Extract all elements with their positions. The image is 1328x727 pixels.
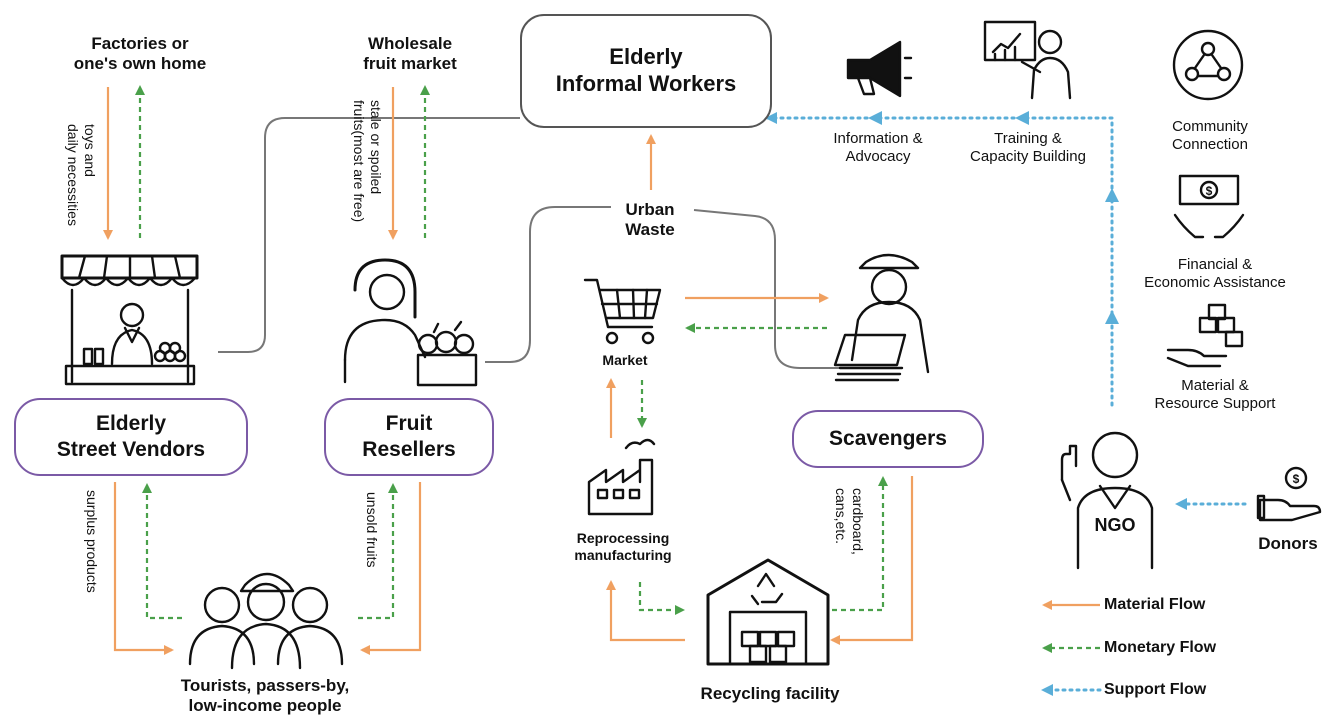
presenter-icon	[983, 20, 1072, 100]
flow-label-toys: toys and daily necessities	[65, 124, 98, 226]
label-urban-waste: Urban Waste	[625, 200, 675, 240]
node-informal-workers-label: Elderly Informal Workers	[555, 44, 737, 96]
label-community: Community Connection	[1172, 118, 1248, 153]
label-financial: Financial & Economic Assistance	[1144, 256, 1286, 291]
people-group-icon	[188, 572, 344, 670]
label-wholesale: Wholesale fruit market	[363, 34, 457, 74]
node-street-vendors-label: Elderly Street Vendors	[56, 412, 206, 461]
node-scavengers: Scavengers	[792, 410, 984, 468]
megaphone-icon	[846, 40, 913, 98]
ngo-label: NGO	[1094, 515, 1135, 535]
hand-boxes-icon	[1166, 303, 1244, 368]
flow-cardboard	[830, 476, 914, 645]
support-main	[765, 112, 1114, 407]
flow-label-surplus: surplus products	[84, 490, 100, 593]
connector-resellers	[485, 206, 611, 363]
legend-material: Material Flow	[1104, 596, 1206, 613]
connector-lines	[218, 117, 840, 369]
monetary-flows	[135, 85, 1100, 653]
market-stall-icon	[60, 254, 199, 386]
scavenger-icon	[833, 253, 930, 382]
community-network-icon	[1172, 29, 1244, 101]
node-scavengers-label: Scavengers	[829, 427, 947, 451]
ngo-person-icon	[1060, 431, 1154, 570]
money-hands-icon	[1173, 174, 1245, 239]
legend-support: Support Flow	[1104, 681, 1207, 698]
label-reprocessing: Reprocessing manufacturing	[574, 530, 672, 563]
support-flows	[765, 112, 1247, 696]
label-factories: Factories or one's own home	[73, 34, 207, 74]
label-tourists: Tourists, passers-by, low-income people	[180, 676, 350, 716]
node-fruit-resellers-label: Fruit Resellers	[362, 412, 456, 461]
label-training: Training & Capacity Building	[970, 130, 1086, 165]
fruit-seller-icon	[343, 258, 478, 387]
connector-scavengers	[693, 209, 840, 369]
flow-surplus	[113, 482, 174, 655]
shopping-cart-icon	[583, 278, 662, 345]
support-midarrows	[868, 111, 1119, 324]
money-dollar-glyph: $	[1206, 184, 1213, 198]
factory-icon	[587, 438, 656, 516]
node-informal-workers: Elderly Informal Workers	[520, 14, 772, 128]
label-material-support: Material & Resource Support	[1154, 377, 1276, 412]
money-surplus	[142, 483, 182, 620]
flow-label-cardboard: cardboard, cans,etc.	[833, 488, 866, 555]
node-street-vendors: Elderly Street Vendors	[14, 398, 248, 476]
label-donors: Donors	[1258, 534, 1318, 553]
flow-label-stale: stale or spoiled fruits(most are free)	[351, 100, 384, 223]
money-cardboard	[832, 476, 888, 612]
node-fruit-resellers: Fruit Resellers	[324, 398, 494, 476]
money-factory-to-recycling	[638, 582, 685, 615]
flow-unsold	[360, 482, 422, 655]
flow-label-unsold: unsold fruits	[364, 492, 380, 568]
label-recycling: Recycling facility	[700, 684, 840, 703]
legend-monetary: Monetary Flow	[1104, 639, 1217, 656]
material-flows	[103, 87, 1100, 655]
connector-vendors	[218, 117, 520, 353]
recycling-warehouse-icon	[706, 558, 830, 666]
money-unsold	[358, 483, 398, 620]
label-market: Market	[602, 352, 648, 368]
donor-hand-icon	[1256, 466, 1322, 522]
flow-recycling-to-factory	[606, 580, 685, 642]
label-info-advocacy: Information & Advocacy	[833, 130, 923, 165]
donor-dollar-glyph: $	[1293, 472, 1300, 486]
